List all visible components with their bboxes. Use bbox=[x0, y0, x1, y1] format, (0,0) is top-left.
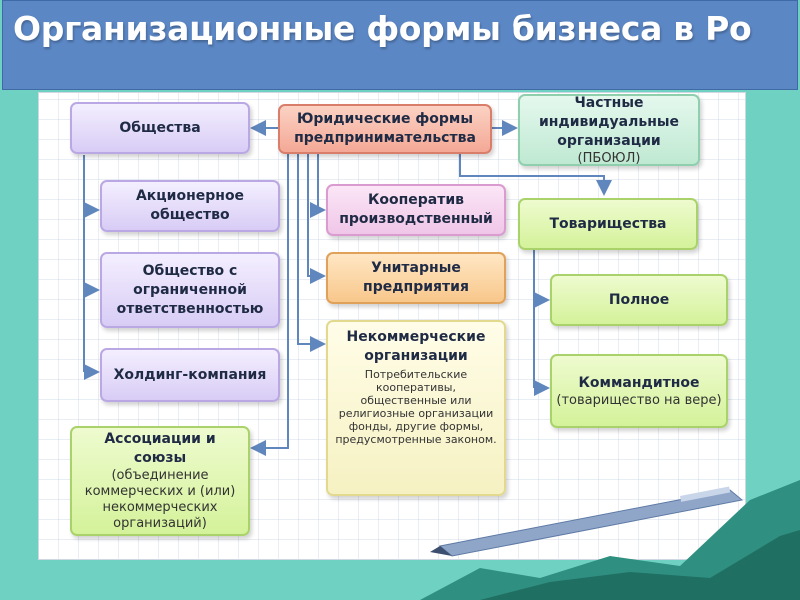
node-associations-label: Ассоциации и союзы bbox=[104, 431, 216, 466]
node-llc-label: Общество с ограниченной ответственностью bbox=[116, 262, 264, 317]
pen-illustration bbox=[430, 486, 744, 557]
node-llc: Общество с ограниченной ответственностью bbox=[100, 252, 280, 328]
node-private-organizations: Частные индивидуальные организации (ПБОЮ… bbox=[518, 94, 700, 166]
node-joint-stock: Акционерное общество bbox=[100, 180, 280, 232]
node-associations-note: (объединение коммерческих и (или) некомм… bbox=[84, 468, 236, 531]
connector bbox=[459, 152, 612, 196]
node-holding: Холдинг-компания bbox=[100, 348, 280, 402]
node-societies-label: Общества bbox=[119, 119, 201, 136]
node-legal-forms-label: Юридические формы предпринимательства bbox=[294, 111, 476, 146]
connector bbox=[307, 152, 326, 284]
node-partnerships: Товарищества bbox=[518, 198, 698, 250]
node-unitary: Унитарные предприятия bbox=[326, 252, 506, 304]
node-legal-forms: Юридические формы предпринимательства bbox=[278, 104, 492, 154]
title-bar: Организационные формы бизнеса в Ро bbox=[2, 0, 798, 90]
node-limited-partnership: Коммандитное (товарищество на вере) bbox=[550, 354, 728, 428]
node-societies: Общества bbox=[70, 102, 250, 154]
node-joint-stock-label: Акционерное общество bbox=[135, 188, 245, 223]
node-associations: Ассоциации и союзы (объединение коммерче… bbox=[70, 426, 250, 536]
connector bbox=[310, 152, 326, 218]
node-limited-label: Коммандитное bbox=[578, 374, 700, 391]
node-unitary-label: Унитарные предприятия bbox=[363, 260, 469, 295]
node-private-note: (ПБОЮЛ) bbox=[577, 150, 641, 166]
node-limited-note: (товарищество на вере) bbox=[556, 392, 722, 408]
node-nonprofit: Некоммерческие организации Потребительск… bbox=[326, 320, 506, 496]
node-cooperative-label: Кооператив производственный bbox=[339, 192, 493, 227]
node-private-label: Частные индивидуальные организации bbox=[538, 94, 680, 149]
node-cooperative: Кооператив производственный bbox=[326, 184, 506, 236]
page-title: Организационные формы бизнеса в Ро bbox=[13, 9, 752, 48]
connector bbox=[83, 155, 100, 218]
node-nonprofit-note: Потребительские кооперативы, общественны… bbox=[335, 368, 497, 446]
node-partnerships-label: Товарищества bbox=[549, 215, 667, 232]
mountains-illustration bbox=[420, 480, 800, 600]
node-holding-label: Холдинг-компания bbox=[113, 366, 267, 383]
node-full-partnership: Полное bbox=[550, 274, 728, 326]
node-nonprofit-label: Некоммерческие организации bbox=[346, 329, 486, 364]
connector bbox=[297, 152, 326, 352]
node-full-label: Полное bbox=[608, 291, 670, 308]
connector bbox=[250, 152, 289, 456]
